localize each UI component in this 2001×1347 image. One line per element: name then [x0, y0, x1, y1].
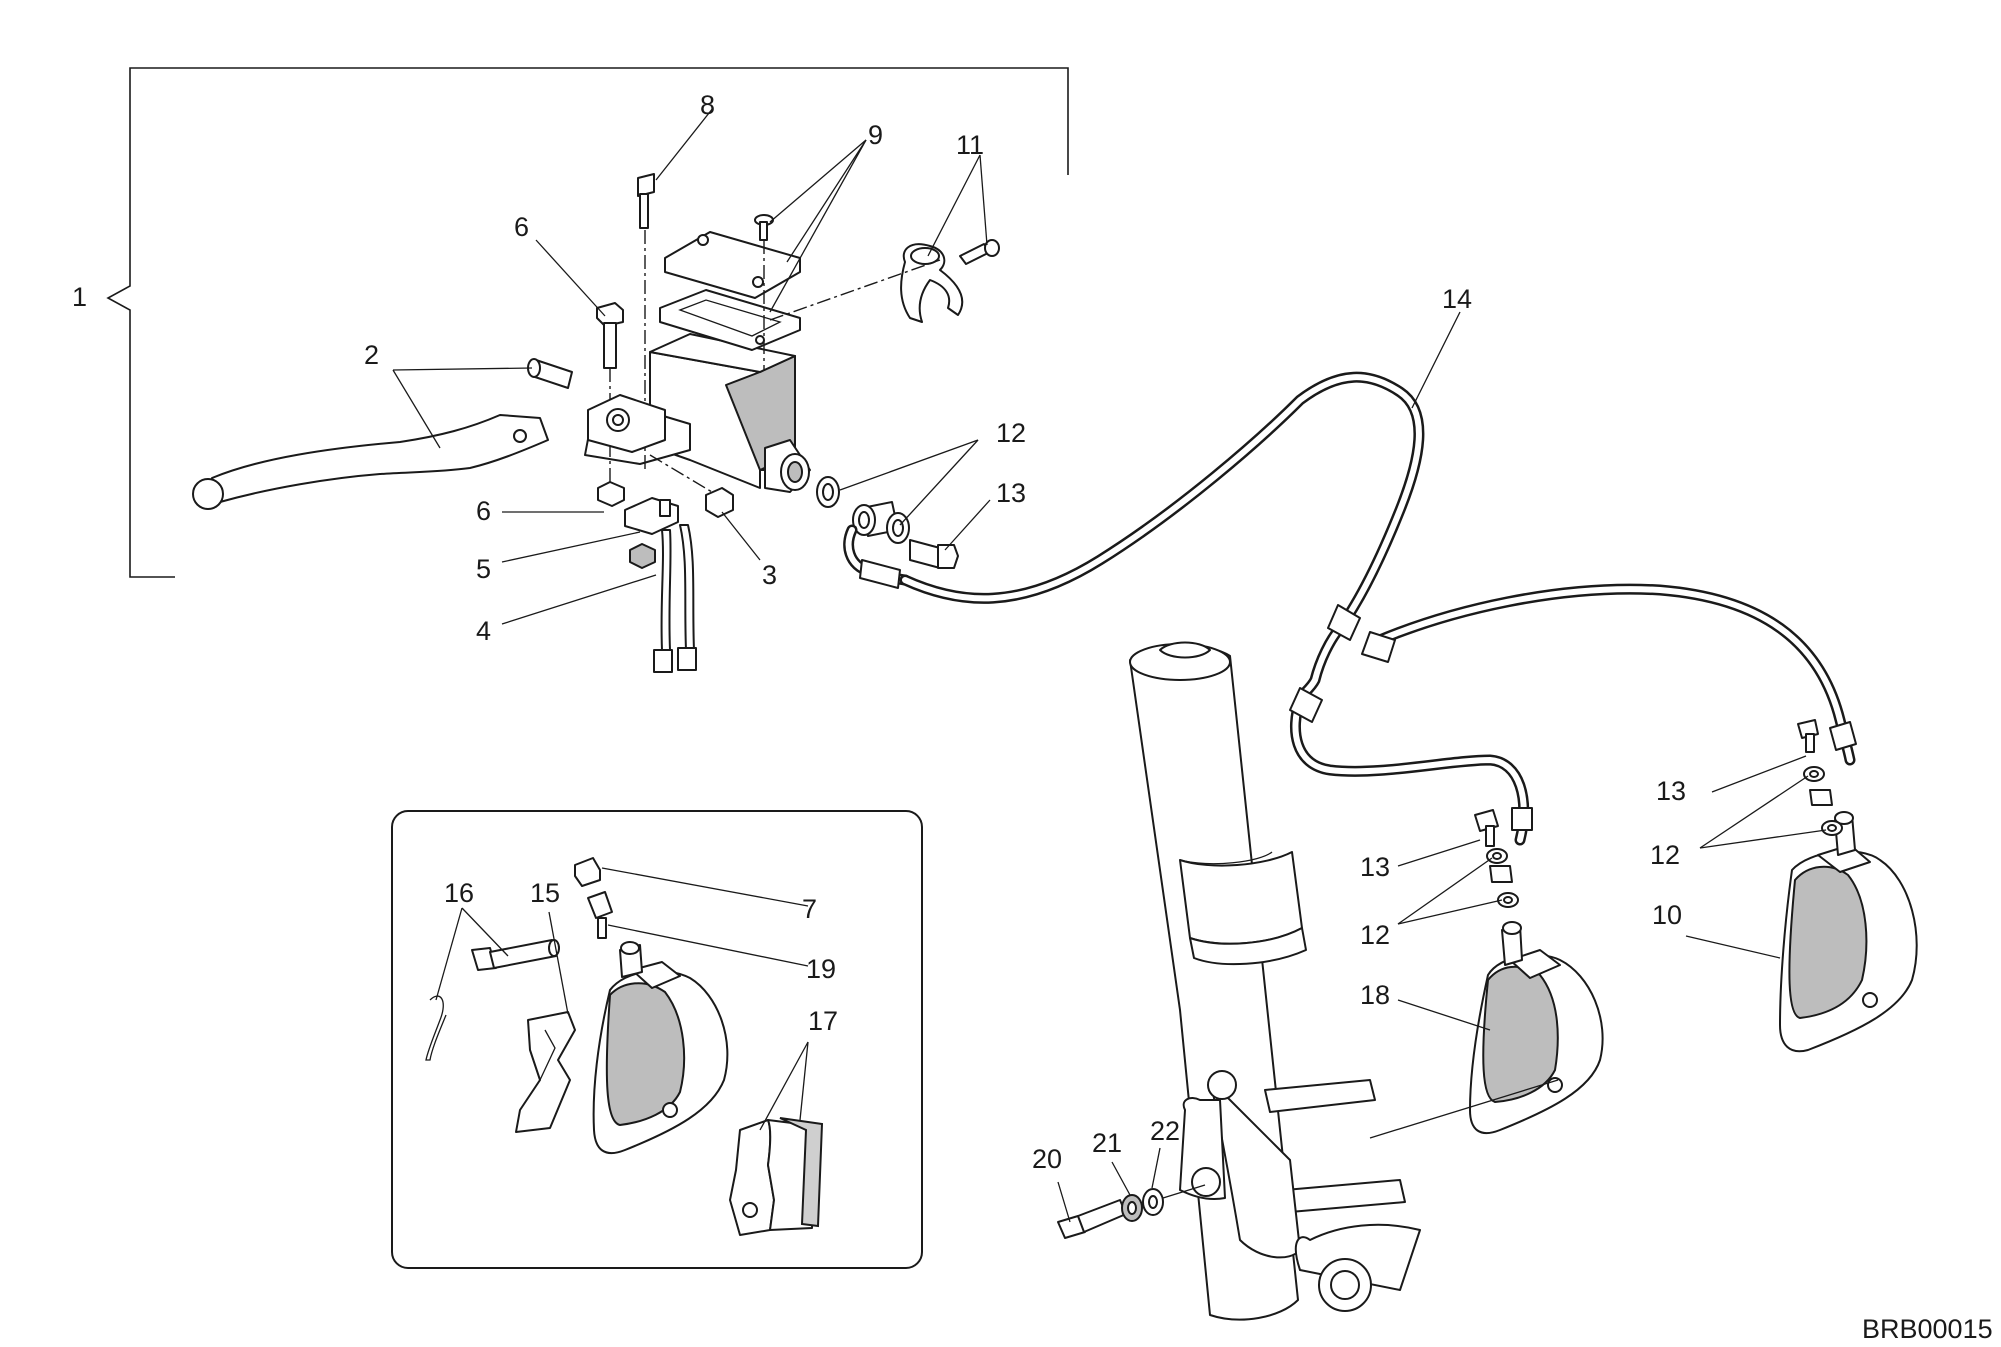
callout-14: 14 [1442, 284, 1472, 314]
switch-nut [629, 543, 656, 569]
callout-19: 19 [806, 954, 836, 984]
brake-caliper-left [1779, 811, 1918, 1053]
drawing-code: BRB00015 [1862, 1314, 1993, 1344]
clamp-bolt [959, 239, 1000, 265]
callout-11: 11 [956, 130, 984, 160]
pushrod-cap [705, 487, 734, 518]
callout-22: 22 [1150, 1116, 1180, 1146]
caliper-bolt-right [1474, 809, 1499, 847]
callout-1: 1 [72, 282, 87, 312]
mount-washer-22 [1142, 1188, 1164, 1216]
callout-8: 8 [700, 90, 715, 120]
callout-6-upper: 6 [514, 212, 529, 242]
handlebar-clamp [900, 243, 964, 323]
callout-18: 18 [1360, 980, 1390, 1010]
callout-labels: 1 2 3 4 5 6 6 7 8 9 10 11 12 12 12 13 13… [72, 90, 1686, 1174]
brake-pads [729, 1117, 824, 1236]
callout-13-left: 13 [1656, 776, 1686, 806]
caliper-washers-right [1486, 848, 1519, 908]
lever-pivot-bushing [527, 358, 573, 389]
lever-pivot-bracket [587, 394, 666, 453]
crush-washer-upper [816, 476, 840, 508]
callout-7: 7 [802, 894, 817, 924]
bleed-cap [574, 857, 601, 887]
callout-12-right: 12 [1360, 920, 1390, 950]
callout-leaders [392, 107, 1827, 1223]
banjo-bolt [909, 539, 959, 569]
brake-caliper-right [1469, 921, 1604, 1135]
callout-4: 4 [476, 616, 491, 646]
switch-wiring [653, 524, 697, 673]
callout-5: 5 [476, 554, 491, 584]
callout-3: 3 [762, 560, 777, 590]
front-fork-leg [1129, 641, 1421, 1321]
caliper-detail-inset [391, 810, 923, 1269]
pin-clip [425, 995, 447, 1061]
brake-hose [843, 371, 1857, 846]
screw-8 [637, 173, 655, 229]
callout-10: 10 [1652, 900, 1682, 930]
mount-washer-21 [1121, 1194, 1143, 1222]
caliper-bolt-left [1797, 719, 1819, 753]
callout-13-upper: 13 [996, 478, 1026, 508]
stop-light-switch [624, 497, 679, 535]
pad-spring [515, 1011, 576, 1133]
callout-9: 9 [868, 120, 883, 150]
screw-9 [754, 214, 774, 241]
pad-pin [471, 939, 560, 971]
callout-6-lower: 6 [476, 496, 491, 526]
callout-12-upper: 12 [996, 418, 1026, 448]
bleed-valve [587, 891, 613, 939]
brake-lever [192, 414, 549, 510]
callout-13-right: 13 [1360, 852, 1390, 882]
callout-17: 17 [808, 1006, 838, 1036]
callout-21: 21 [1092, 1128, 1122, 1158]
assembly-bracket [106, 67, 1069, 578]
callout-12-left: 12 [1650, 840, 1680, 870]
reservoir-cover [664, 231, 801, 299]
lever-pivot-bolt [596, 302, 624, 369]
pivot-nut [597, 481, 625, 507]
callout-15: 15 [530, 878, 560, 908]
crush-washer-lower [886, 512, 910, 544]
reservoir-gasket [659, 289, 801, 351]
callout-20: 20 [1032, 1144, 1062, 1174]
inset-caliper [592, 941, 729, 1155]
caliper-mount-bolt [1057, 1199, 1127, 1239]
callout-2: 2 [364, 340, 379, 370]
caliper-washers-left [1803, 766, 1843, 836]
callout-16: 16 [444, 878, 474, 908]
